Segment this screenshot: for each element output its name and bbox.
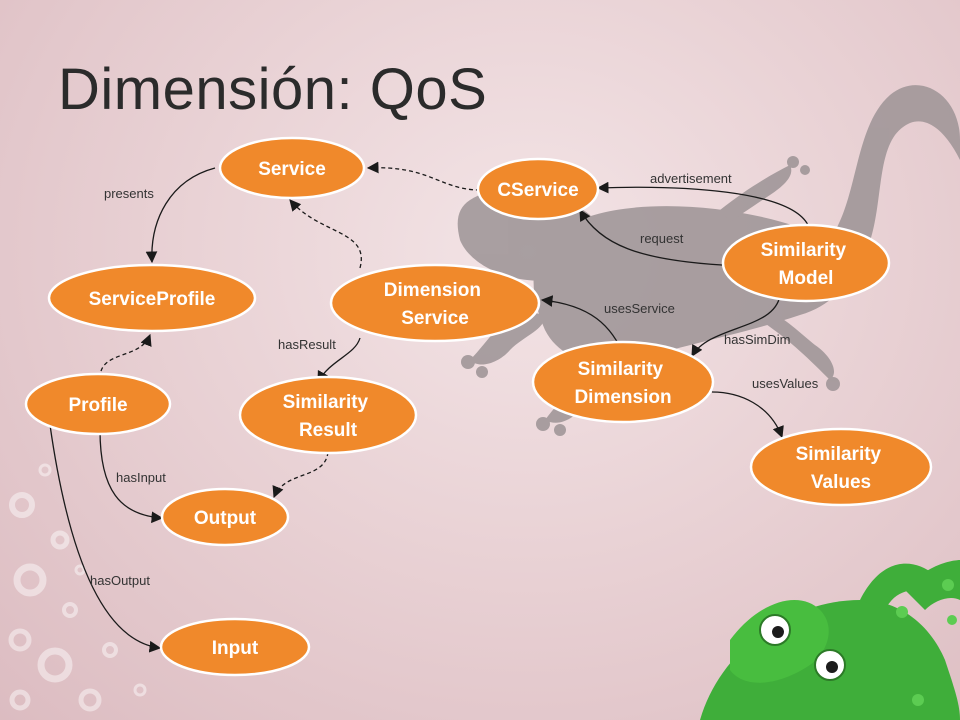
node-similarity-dimension: Similarity Dimension — [531, 340, 715, 424]
node-similarity-model-line-1: Similarity — [761, 240, 847, 261]
node-dimension-service-label: Dimension Service — [384, 280, 486, 329]
node-similarity-dimension-label: Similarity Dimension — [574, 359, 671, 408]
node-profile: Profile — [24, 372, 172, 436]
node-similarity-values-line-1: Similarity — [796, 444, 882, 465]
node-service: Service — [218, 136, 366, 200]
node-similarity-result: Similarity Result — [238, 375, 418, 455]
node-input-label: Input — [212, 638, 259, 659]
node-similarity-model-line-2: Model — [779, 268, 834, 289]
node-service-line-1: Service — [258, 159, 326, 180]
edge-label-presents: presents — [104, 186, 154, 201]
node-cservice-label: CService — [497, 180, 578, 201]
edge-profile-to-serviceprofile — [99, 333, 152, 379]
edge-label-uses-values: usesValues — [752, 376, 819, 391]
edge-has-sim-dim — [691, 294, 781, 358]
node-similarity-values: Similarity Values — [749, 427, 933, 507]
node-similarity-model-label: Similarity Model — [761, 240, 852, 289]
edge-has-output — [49, 424, 162, 653]
node-cservice: CService — [476, 157, 600, 221]
node-cservice-line-1: CService — [497, 180, 578, 201]
node-similarity-result-line-2: Result — [299, 420, 358, 441]
edge-label-advertisement: advertisement — [650, 171, 732, 186]
node-profile-label: Profile — [68, 395, 127, 416]
node-similarity-model: Similarity Model — [721, 223, 891, 303]
edge-dimension-to-service — [289, 199, 362, 269]
edge-has-input — [99, 429, 164, 524]
node-similarity-dimension-line-1: Similarity — [578, 359, 664, 380]
edge-advertisement — [596, 181, 809, 226]
node-output-label: Output — [194, 508, 257, 529]
node-profile-line-1: Profile — [68, 395, 127, 416]
edge-uses-values — [711, 391, 784, 439]
node-service-label: Service — [258, 159, 326, 180]
slide-title: Dimensión: QoS — [58, 57, 488, 122]
node-input: Input — [159, 617, 311, 677]
node-similarity-values-line-2: Values — [811, 472, 871, 493]
edge-request — [579, 208, 723, 266]
node-similarity-result-label: Similarity Result — [283, 392, 374, 441]
node-dimension-service: Dimension Service — [329, 263, 541, 343]
edge-result-to-output — [272, 451, 329, 499]
node-service-profile-line-1: ServiceProfile — [89, 289, 216, 310]
background-circles — [8, 463, 147, 712]
node-dimension-service-line-1: Dimension — [384, 280, 481, 301]
node-similarity-values-label: Similarity Values — [796, 444, 887, 493]
edge-cservice-to-service — [366, 161, 481, 191]
node-output-line-1: Output — [194, 508, 257, 529]
node-input-line-1: Input — [212, 638, 259, 659]
edge-label-request: request — [640, 231, 684, 246]
edge-label-uses-service: usesService — [604, 301, 675, 316]
edge-label-has-output: hasOutput — [90, 573, 150, 588]
edge-label-has-input: hasInput — [116, 470, 166, 485]
edge-label-has-result: hasResult — [278, 337, 336, 352]
node-similarity-dimension-line-2: Dimension — [574, 387, 671, 408]
node-service-profile: ServiceProfile — [47, 263, 257, 333]
node-similarity-result-line-1: Similarity — [283, 392, 369, 413]
edge-presents — [145, 167, 216, 264]
edge-label-has-sim-dim: hasSimDim — [724, 332, 790, 347]
node-output: Output — [160, 487, 290, 547]
node-dimension-service-line-2: Service — [401, 308, 469, 329]
node-service-profile-label: ServiceProfile — [89, 289, 216, 310]
green-gecko — [700, 560, 960, 720]
